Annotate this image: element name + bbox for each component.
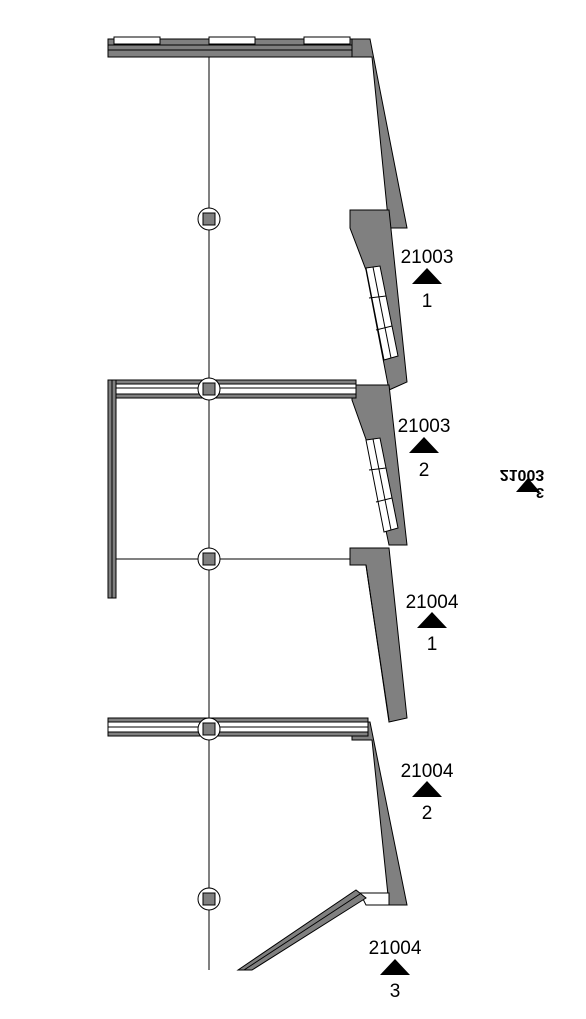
section-marker: 21003 1 bbox=[401, 247, 454, 312]
column bbox=[197, 887, 221, 911]
exterior-wall-segment bbox=[351, 721, 408, 906]
section-marker: 21004 2 bbox=[401, 761, 454, 824]
marker-number: 3 bbox=[390, 981, 401, 1002]
exterior-wall-segment bbox=[349, 547, 408, 723]
top-window bbox=[113, 36, 161, 45]
marker-number: 1 bbox=[427, 634, 438, 655]
exterior-wall-segment bbox=[351, 38, 408, 229]
column bbox=[197, 547, 221, 571]
marker-number: 2 bbox=[419, 460, 430, 481]
marker-arrow-icon bbox=[417, 612, 447, 628]
marker-sheet: 21003 bbox=[401, 247, 454, 268]
marker-sheet: 21004 bbox=[406, 592, 459, 613]
exterior-wall bbox=[107, 36, 408, 971]
column bbox=[197, 377, 221, 401]
section-marker: 21004 1 bbox=[406, 592, 459, 655]
marker-arrow-icon bbox=[380, 959, 410, 975]
bay-return bbox=[359, 892, 390, 906]
marker-arrow-icon bbox=[409, 437, 439, 453]
columns bbox=[197, 207, 221, 911]
marker-number: 2 bbox=[422, 803, 433, 824]
angled-wall bbox=[236, 889, 367, 971]
marker-number: 3 bbox=[536, 484, 544, 501]
section-marker: 21004 3 bbox=[369, 938, 422, 1002]
section-marker: 21003 2 bbox=[398, 416, 451, 481]
marker-arrow-icon bbox=[516, 478, 540, 492]
section-marker-rotated: 21003 3 bbox=[500, 466, 545, 501]
marker-sheet: 21004 bbox=[369, 938, 422, 959]
marker-arrow-icon bbox=[412, 781, 442, 797]
marker-sheet: 21003 bbox=[500, 466, 545, 483]
column bbox=[197, 207, 221, 231]
top-window bbox=[208, 36, 256, 45]
marker-number: 1 bbox=[422, 291, 433, 312]
marker-arrow-icon bbox=[412, 268, 442, 284]
top-window bbox=[303, 36, 351, 45]
column bbox=[197, 717, 221, 741]
partitions bbox=[107, 379, 369, 737]
marker-sheet: 21003 bbox=[398, 416, 451, 437]
marker-sheet: 21004 bbox=[401, 761, 454, 782]
